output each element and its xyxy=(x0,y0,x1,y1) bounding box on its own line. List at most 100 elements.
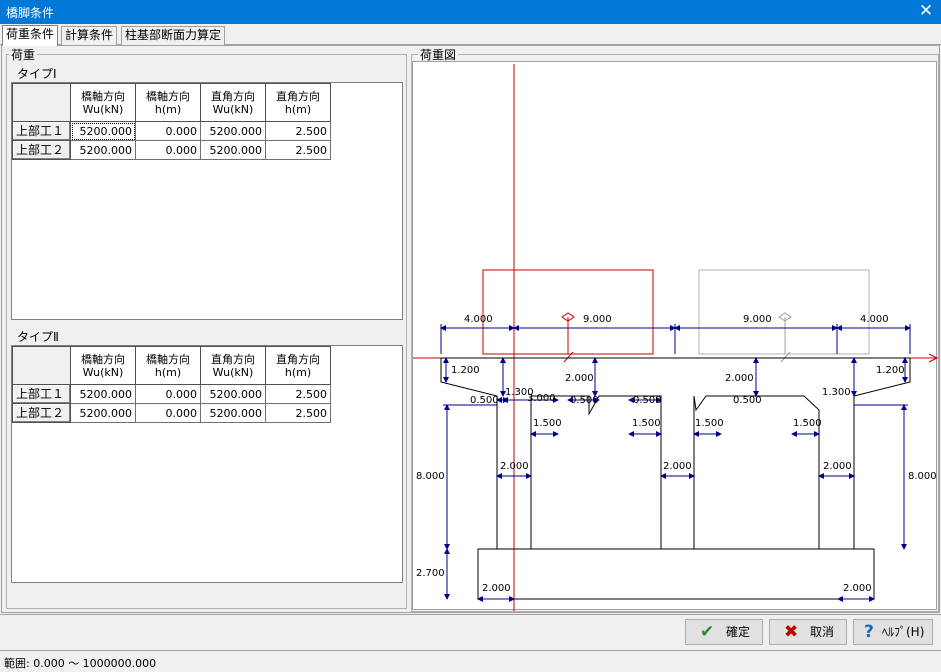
type1-label: タイプⅠ xyxy=(17,67,57,81)
tab-calc-conditions[interactable]: 計算条件 xyxy=(61,26,118,45)
type2-table: 橋軸方向 Wu(kN) 橋軸方向 h(m) 直角方向 Wu(kN) 直角方向 h… xyxy=(12,346,331,423)
table-header-row: 橋軸方向 Wu(kN) 橋軸方向 h(m) 直角方向 Wu(kN) 直角方向 h… xyxy=(12,346,331,385)
load-arrow-2-icon xyxy=(780,351,791,363)
dim-label: 2.000 xyxy=(565,373,594,384)
check-icon: ✔ xyxy=(700,622,715,642)
help-button[interactable]: ? ﾍﾙﾌﾟ(H) xyxy=(853,619,933,645)
cell-axial-h[interactable]: 0.000 xyxy=(135,140,201,160)
axis-arrow-icon xyxy=(928,353,938,363)
superstructure-2-box xyxy=(698,269,870,355)
dim-label: 2.000 xyxy=(500,461,529,472)
cell-perp-h[interactable]: 2.500 xyxy=(265,403,331,423)
question-icon: ? xyxy=(864,622,874,642)
load-group-label: 荷重 xyxy=(9,46,38,63)
table-row: 上部工２ 5200.000 0.000 5200.000 2.500 xyxy=(12,403,331,423)
col-header-axial-wu: 橋軸方向 Wu(kN) xyxy=(70,346,136,385)
cell-axial-wu[interactable]: 5200.000 xyxy=(70,384,136,404)
cell-perp-wu[interactable]: 5200.000 xyxy=(200,384,266,404)
col-header-text: 橋軸方向 h(m) xyxy=(146,352,190,379)
dim-label: 1.300 xyxy=(505,387,534,398)
type2-label: タイプⅡ xyxy=(17,330,59,344)
ok-button[interactable]: ✔ 確定 xyxy=(685,619,763,645)
dim-label: 4.000 xyxy=(860,314,889,325)
table-row: 上部工１ 5200.000 0.000 5200.000 2.500 xyxy=(12,121,331,141)
col-header-text: 直角方向 Wu(kN) xyxy=(211,89,255,116)
load-diagram-group xyxy=(411,54,939,612)
type1-grid: 橋軸方向 Wu(kN) 橋軸方向 h(m) 直角方向 Wu(kN) 直角方向 h… xyxy=(11,82,403,320)
dim-label: 2.000 xyxy=(482,583,511,594)
cell-perp-h[interactable]: 2.500 xyxy=(265,140,331,160)
cell-axial-wu[interactable]: 5200.000 xyxy=(70,121,136,141)
dim-label: 2.000 xyxy=(663,461,692,472)
dim-label: 2.700 xyxy=(416,568,445,579)
table-header-row: 橋軸方向 Wu(kN) 橋軸方向 h(m) 直角方向 Wu(kN) 直角方向 h… xyxy=(12,83,331,122)
dim-label: 8.000 xyxy=(908,471,937,482)
col-header-text: 橋軸方向 Wu(kN) xyxy=(81,352,125,379)
grid-corner xyxy=(12,346,71,385)
cell-axial-h[interactable]: 0.000 xyxy=(135,384,201,404)
dim-label: 4.000 xyxy=(464,314,493,325)
dim-label: 1.500 xyxy=(533,418,562,429)
cancel-button[interactable]: ✖ 取消 xyxy=(769,619,847,645)
dim-label: 1.500 xyxy=(793,418,822,429)
dim-label: 1.200 xyxy=(876,365,905,376)
dim-label: 2.000 xyxy=(843,583,872,594)
col-header-text: 橋軸方向 h(m) xyxy=(146,89,190,116)
cell-axial-h[interactable]: 0.000 xyxy=(135,121,201,141)
title-bar: 橋脚条件 ✕ xyxy=(0,0,941,24)
load-diagram-label: 荷重図 xyxy=(418,46,459,63)
type1-table: 橋軸方向 Wu(kN) 橋軸方向 h(m) 直角方向 Wu(kN) 直角方向 h… xyxy=(12,83,331,160)
col-header-perp-h: 直角方向 h(m) xyxy=(265,346,331,385)
row-header: 上部工１ xyxy=(12,121,71,141)
dim-label: 1.500 xyxy=(695,418,724,429)
row-header: 上部工２ xyxy=(12,140,71,160)
status-bar: 範囲: 0.000 ～ 1000000.000 xyxy=(0,650,941,672)
col-header-perp-wu: 直角方向 Wu(kN) xyxy=(200,83,266,122)
tab-load-conditions[interactable]: 荷重条件 xyxy=(2,25,59,46)
row-header: 上部工１ xyxy=(12,384,71,404)
load-arrow-1-icon xyxy=(563,351,574,363)
dim-label: 9.000 xyxy=(743,314,772,325)
grid-corner xyxy=(12,83,71,122)
dim-label: 0.500 xyxy=(633,395,662,406)
status-text: 範囲: 0.000 ～ 1000000.000 xyxy=(4,657,157,670)
dim-label: 1.500 xyxy=(632,418,661,429)
dim-label: 8.000 xyxy=(416,471,445,482)
col-header-text: 直角方向 h(m) xyxy=(276,89,320,116)
table-row: 上部工２ 5200.000 0.000 5200.000 2.500 xyxy=(12,140,331,160)
load-group xyxy=(6,54,407,609)
tab-column-base-section-force[interactable]: 柱基部断面力算定 xyxy=(121,26,226,45)
dim-label: 2.000 xyxy=(725,373,754,384)
cell-perp-wu[interactable]: 5200.000 xyxy=(200,140,266,160)
dim-label: 0.500 xyxy=(733,395,762,406)
cell-axial-wu[interactable]: 5200.000 xyxy=(70,403,136,423)
type2-grid: 橋軸方向 Wu(kN) 橋軸方向 h(m) 直角方向 Wu(kN) 直角方向 h… xyxy=(11,345,403,583)
cancel-button-label: 取消 xyxy=(810,625,835,639)
col-header-perp-wu: 直角方向 Wu(kN) xyxy=(200,346,266,385)
ok-button-label: 確定 xyxy=(726,625,751,639)
col-header-axial-h: 橋軸方向 h(m) xyxy=(135,346,201,385)
col-header-perp-h: 直角方向 h(m) xyxy=(265,83,331,122)
cell-axial-h[interactable]: 0.000 xyxy=(135,403,201,423)
load-diagram: 4.000 9.000 9.000 4.000 1.200 1.200 1.30… xyxy=(412,61,938,611)
dim-label: 1.200 xyxy=(451,365,480,376)
dim-label: 0.500 xyxy=(470,395,499,406)
cell-perp-wu[interactable]: 5200.000 xyxy=(200,403,266,423)
cell-axial-wu[interactable]: 5200.000 xyxy=(70,140,136,160)
cell-perp-h[interactable]: 2.500 xyxy=(265,384,331,404)
col-header-axial-wu: 橋軸方向 Wu(kN) xyxy=(70,83,136,122)
dim-label: 0.500 xyxy=(570,395,599,406)
load-point-1-icon xyxy=(561,312,575,355)
dimension-lines xyxy=(440,324,911,602)
dim-label: 1.300 xyxy=(822,387,851,398)
col-header-text: 直角方向 Wu(kN) xyxy=(211,352,255,379)
table-row: 上部工１ 5200.000 0.000 5200.000 2.500 xyxy=(12,384,331,404)
x-icon: ✖ xyxy=(784,622,799,642)
cell-perp-wu[interactable]: 5200.000 xyxy=(200,121,266,141)
cell-perp-h[interactable]: 2.500 xyxy=(265,121,331,141)
dim-label: 3.000 xyxy=(527,393,556,404)
close-icon[interactable]: ✕ xyxy=(918,1,934,21)
pier-diagram-svg: 4.000 9.000 9.000 4.000 1.200 1.200 1.30… xyxy=(413,64,938,611)
tab-strip: 荷重条件 計算条件 柱基部断面力算定 xyxy=(0,25,941,46)
dim-label: 2.000 xyxy=(823,461,852,472)
